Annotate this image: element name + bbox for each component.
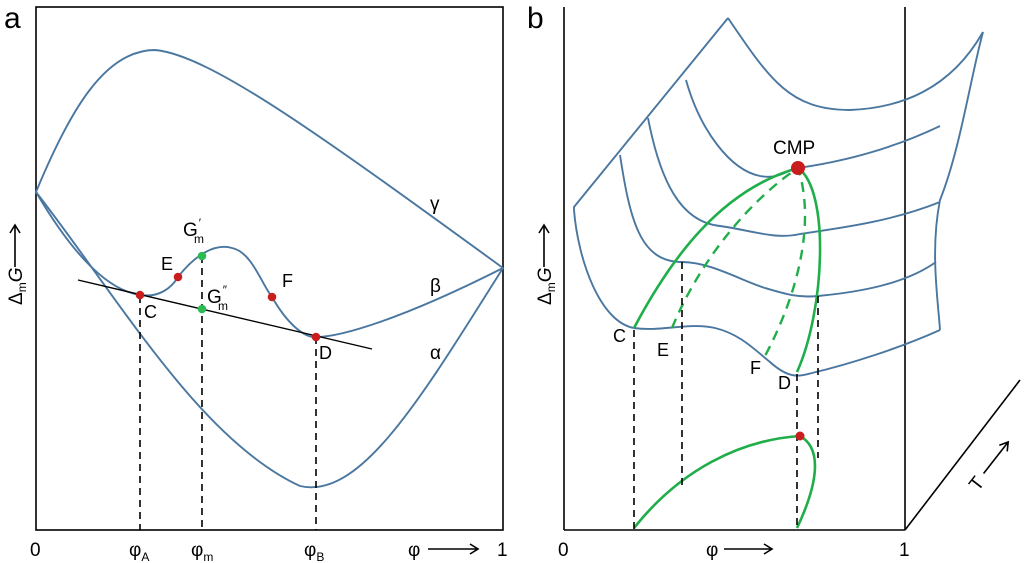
label-E-b: E [657, 340, 669, 360]
x-arrow-a [428, 543, 480, 555]
point-D [311, 332, 321, 342]
label-F-b: F [750, 358, 761, 378]
point-Gm-prime [197, 251, 207, 261]
surface-back-curve [727, 17, 984, 111]
ylabel-a: ΔmG [6, 223, 29, 305]
svg-text:ΔmG: ΔmG [6, 268, 29, 305]
label-E: E [161, 254, 173, 274]
alpha-curve [35, 191, 504, 489]
T-arrow [982, 440, 1010, 474]
label-Gm-double-prime: G″m [207, 283, 228, 313]
tick-0-a: 0 [30, 540, 41, 561]
tick-1-b: 1 [899, 540, 910, 561]
panel-b-T-axis [904, 379, 1021, 531]
label-D: D [319, 343, 332, 363]
point-Gm-double-prime [197, 304, 207, 314]
point-F [267, 292, 277, 302]
common-tangent-line [77, 279, 373, 350]
label-gamma: γ [430, 194, 440, 215]
tick-1-a: 1 [497, 540, 508, 561]
label-D-b: D [778, 373, 791, 393]
label-C-b: C [613, 326, 626, 346]
x-arrow-b [724, 543, 774, 555]
tick-phim: φm [191, 540, 213, 563]
panel-a-letter: a [4, 2, 21, 35]
ylabel-b: ΔmG [535, 223, 558, 305]
panel-a-frame [35, 6, 504, 531]
tlabel-b: T [965, 440, 1010, 495]
surface-left-lower-edge [573, 209, 635, 329]
cmp-label: CMP [773, 138, 815, 159]
y-arrow-a [9, 223, 21, 267]
panel-b: b CMP C E F [527, 2, 1021, 561]
point-C [135, 290, 145, 300]
label-C: C [144, 302, 157, 322]
tick-phiB: φB [304, 540, 324, 563]
cmp-point [791, 161, 805, 175]
point-E [173, 272, 183, 282]
label-F: F [282, 271, 293, 291]
svg-text:ΔmG: ΔmG [535, 268, 558, 305]
gamma-curve [35, 49, 504, 269]
surface-left-edge [573, 17, 729, 210]
label-Gm-prime: G′m [183, 216, 204, 246]
panel-b-letter: b [527, 2, 544, 35]
xlabel-a: φ [408, 540, 420, 561]
slice-curve-1 [633, 325, 941, 377]
slice-curve-2 [619, 154, 937, 298]
slice-curve-4 [685, 79, 941, 178]
tick-phiA: φA [129, 540, 149, 563]
svg-text:T: T [965, 473, 989, 495]
projected-binodal-curve [632, 434, 817, 529]
y-arrow-b [538, 223, 550, 267]
label-alpha: α [430, 343, 441, 364]
surface-right-edge [934, 31, 984, 331]
tick-0-b: 0 [558, 540, 569, 561]
label-beta: β [430, 276, 441, 297]
cmp-projection-point [795, 431, 805, 441]
slice-curve-3 [647, 117, 941, 237]
panel-a: a C E F D G′m G″m γ β α 0 1 φ [4, 2, 508, 563]
xlabel-b: φ [706, 540, 718, 561]
